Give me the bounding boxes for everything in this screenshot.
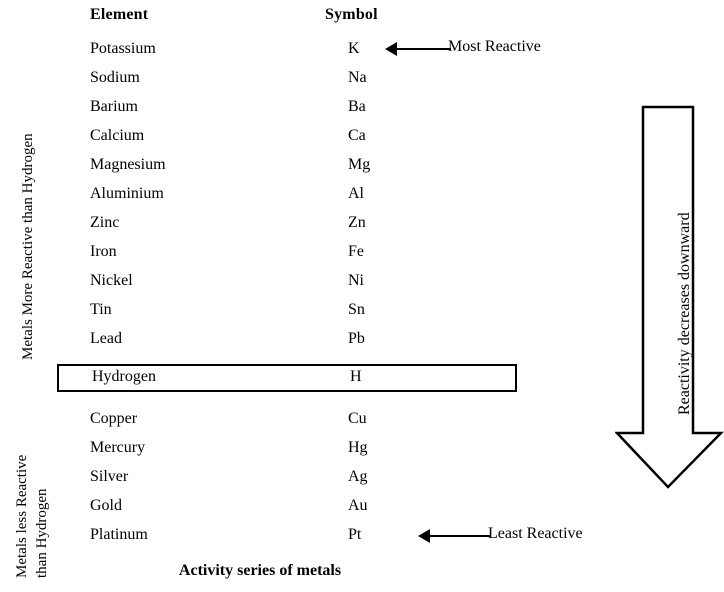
element-name: Nickel (90, 272, 133, 289)
element-symbol: H (350, 368, 362, 385)
table-row: Zinc Zn (0, 214, 724, 242)
table-row: Aluminium Al (0, 185, 724, 213)
element-symbol: Pb (348, 330, 365, 347)
element-symbol: Cu (348, 410, 367, 427)
group-label-more-reactive: Metals More Reactive than Hydrogen (20, 133, 36, 360)
table-row: Mercury Hg (0, 439, 724, 467)
trend-arrow-down-icon (615, 105, 724, 490)
arrow-left-icon (418, 529, 430, 543)
group-label-less-reactive-line1: Metals less Reactive (14, 454, 30, 578)
element-name: Magnesium (90, 156, 166, 173)
element-symbol: Mg (348, 156, 371, 173)
element-name: Silver (90, 468, 129, 485)
element-symbol: K (348, 40, 360, 57)
table-row: Nickel Ni (0, 272, 724, 300)
hydrogen-reference-row: Hydrogen H (57, 364, 517, 392)
table-row: Iron Fe (0, 243, 724, 271)
element-symbol: Fe (348, 243, 364, 260)
element-symbol: Ag (348, 468, 368, 485)
element-symbol: Ba (348, 98, 366, 115)
arrow-left-icon (385, 42, 397, 56)
element-name: Aluminium (90, 185, 164, 202)
element-symbol: Ca (348, 127, 366, 144)
table-row: Silver Ag (0, 468, 724, 496)
table-row: Lead Pb (0, 330, 724, 358)
element-name: Tin (90, 301, 112, 318)
element-name: Barium (90, 98, 138, 115)
element-symbol: Al (348, 185, 364, 202)
table-row: Copper Cu (0, 410, 724, 438)
table-row: Calcium Ca (0, 127, 724, 155)
element-symbol: Sn (348, 301, 365, 318)
element-name: Copper (90, 410, 138, 427)
annotation-leader-line (428, 535, 490, 537)
column-header-element: Element (90, 6, 149, 23)
table-row: Sodium Na (0, 69, 724, 97)
table-row: Magnesium Mg (0, 156, 724, 184)
element-name: Calcium (90, 127, 145, 144)
table-row: Gold Au (0, 497, 724, 525)
table-row: Potassium K (0, 40, 724, 68)
element-name: Potassium (90, 40, 156, 57)
element-name: Iron (90, 243, 117, 260)
element-symbol: Au (348, 497, 368, 514)
element-name: Platinum (90, 526, 148, 543)
figure-caption: Activity series of metals (178, 562, 342, 579)
element-name: Mercury (90, 439, 146, 456)
table-row: Barium Ba (0, 98, 724, 126)
annotation-label: Least Reactive (488, 525, 583, 542)
element-symbol: Na (348, 69, 367, 86)
element-name: Zinc (90, 214, 120, 231)
element-symbol: Pt (348, 526, 362, 543)
element-symbol: Hg (348, 439, 368, 456)
element-name: Hydrogen (92, 368, 156, 385)
table-row: Tin Sn (0, 301, 724, 329)
element-name: Sodium (90, 69, 140, 86)
annotation-leader-line (395, 48, 451, 50)
column-header-symbol: Symbol (325, 6, 378, 23)
annotation-label: Most Reactive (448, 38, 541, 55)
element-name: Gold (90, 497, 122, 514)
element-symbol: Zn (348, 214, 366, 231)
element-symbol: Ni (348, 272, 364, 289)
element-name: Lead (90, 330, 122, 347)
trend-arrow-label: Reactivity decreases downward (676, 212, 693, 415)
table-row: Platinum Pt (0, 526, 724, 554)
